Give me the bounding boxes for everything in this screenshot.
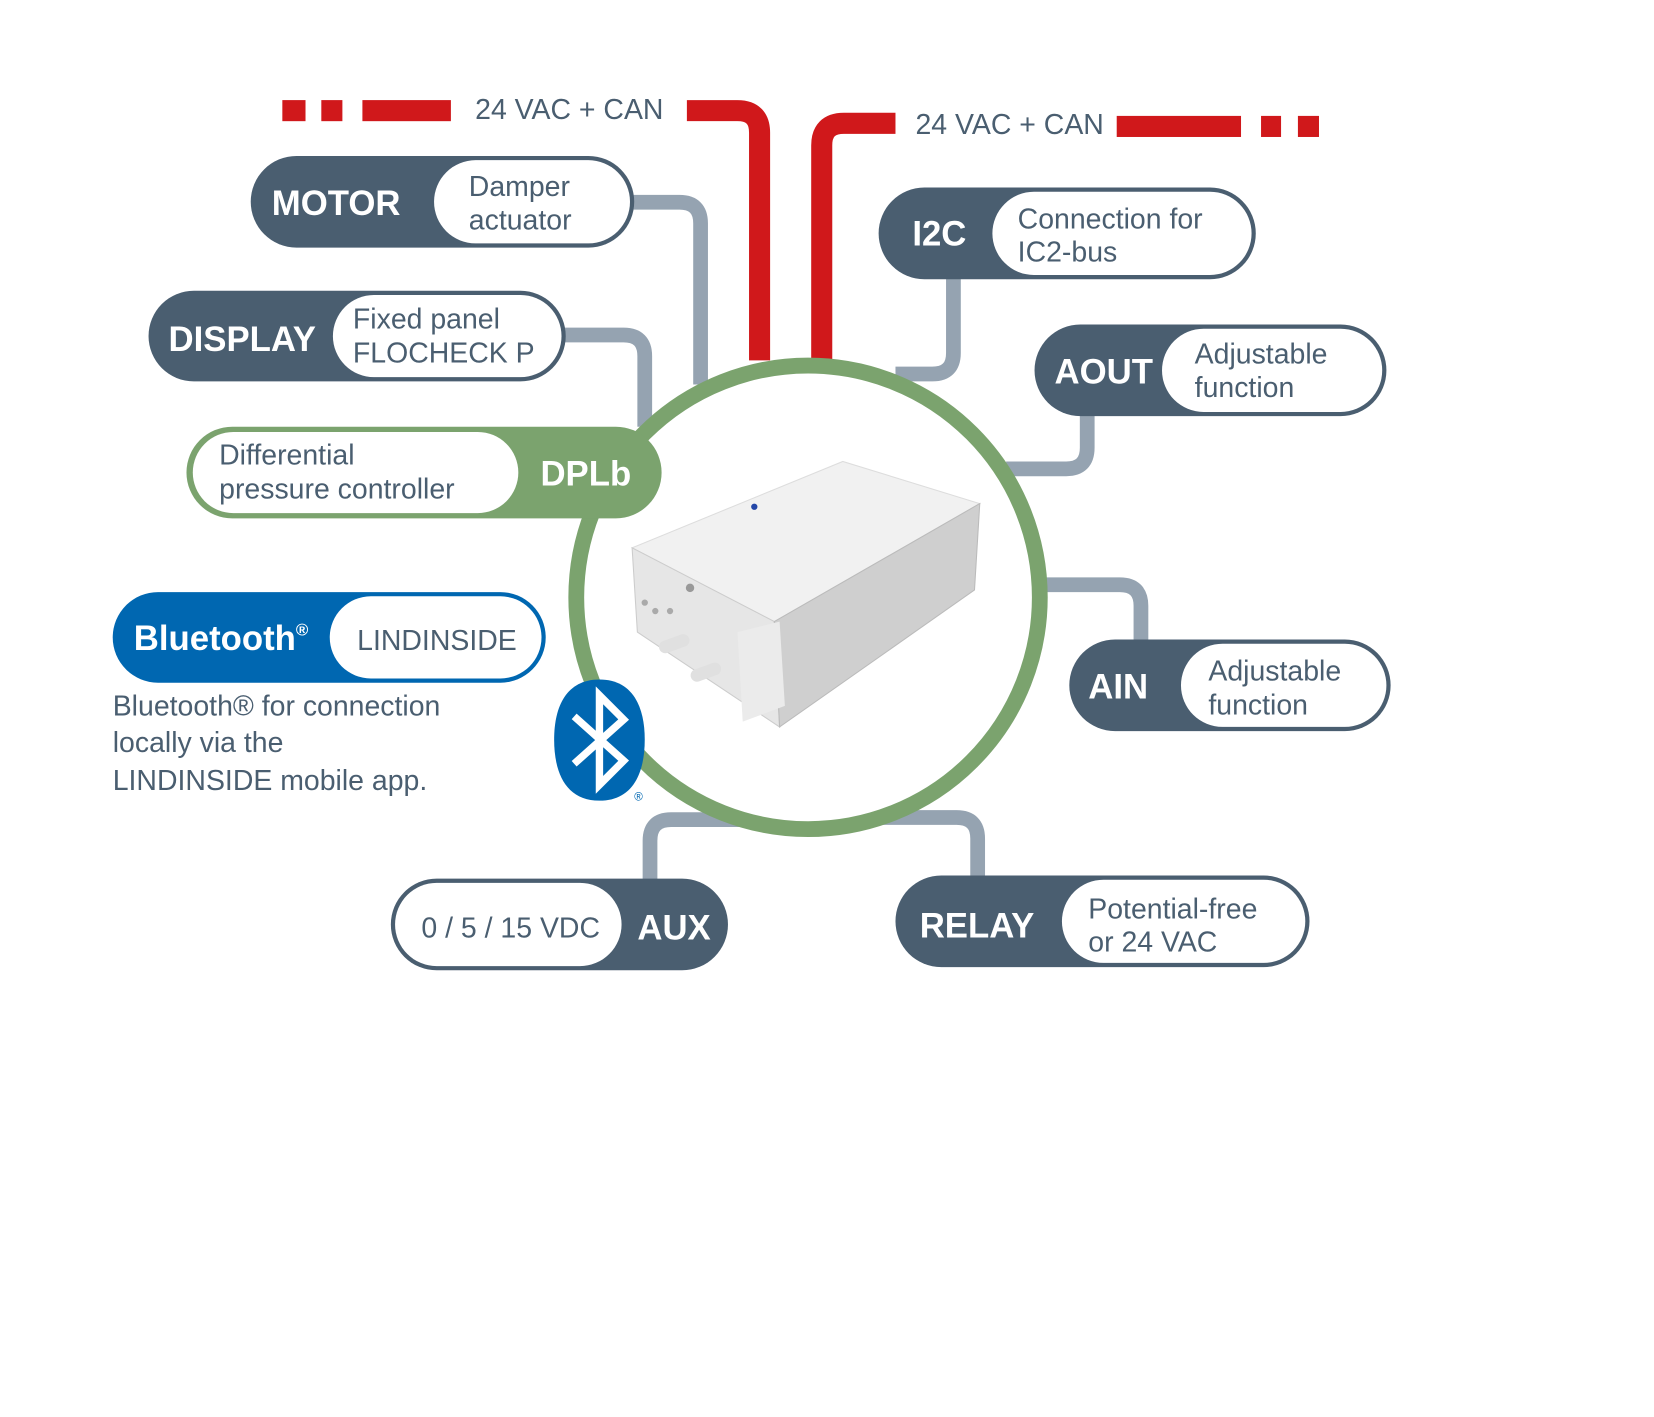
relay-desc-1: Potential-free: [1088, 894, 1257, 926]
connector-motor: [632, 194, 708, 385]
motor-desc-2: actuator: [469, 205, 572, 237]
display-desc-1: Fixed panel: [353, 304, 500, 336]
power-label-left: 24 VAC + CAN: [475, 94, 663, 126]
aout-desc-1: Adjustable: [1195, 338, 1328, 370]
connector-display: [563, 327, 653, 427]
module-i2c: I2C Connection for IC2-bus: [878, 187, 1256, 280]
dplb-desc-1: Differential: [219, 440, 354, 472]
motor-desc-1: Damper: [469, 171, 570, 203]
aout-desc-2: function: [1195, 372, 1295, 404]
module-aout: AOUT Adjustable function: [1034, 324, 1387, 417]
module-bluetooth: Bluetooth® LINDINSIDE Bluetooth® for con…: [112, 592, 546, 797]
connector-aux: [642, 812, 759, 881]
svg-text:®: ®: [634, 792, 643, 804]
aout-label: AOUT: [1055, 353, 1153, 391]
module-motor: MOTOR Damper actuator: [250, 155, 635, 248]
module-relay: RELAY Potential-free or 24 VAC: [895, 875, 1310, 968]
aux-value: 0 / 5 / 15 VDC: [421, 913, 600, 945]
ain-desc-1: Adjustable: [1208, 656, 1341, 688]
power-line-left: 24 VAC + CAN: [282, 94, 771, 361]
bluetooth-value: LINDINSIDE: [357, 625, 517, 657]
dplb-label: DPLb: [540, 456, 631, 494]
connector-aout: [1006, 414, 1095, 477]
ain-label: AIN: [1088, 668, 1148, 706]
module-aux: 0 / 5 / 15 VDC AUX: [390, 878, 728, 971]
power-line-right: 24 VAC + CAN: [811, 109, 1319, 361]
motor-label: MOTOR: [272, 185, 401, 223]
i2c-desc-1: Connection for: [1018, 204, 1203, 236]
display-label: DISPLAY: [169, 321, 316, 359]
module-display: DISPLAY Fixed panel FLOCHECK P: [148, 290, 566, 382]
bluetooth-label: Bluetooth®: [134, 620, 309, 658]
relay-label: RELAY: [920, 908, 1035, 946]
i2c-label: I2C: [912, 215, 966, 253]
i2c-desc-2: IC2-bus: [1018, 236, 1118, 268]
connector-i2c: [895, 277, 961, 382]
dplb-desc-2: pressure controller: [219, 473, 455, 505]
bluetooth-logo-icon: ®: [554, 679, 645, 804]
module-ain: AIN Adjustable function: [1069, 639, 1391, 732]
power-label-right: 24 VAC + CAN: [915, 109, 1103, 141]
connector-relay: [863, 810, 986, 878]
module-dplb: DPLb Differential pressure controller: [186, 426, 662, 519]
bluetooth-note-2: locally via the: [113, 727, 284, 759]
display-desc-2: FLOCHECK P: [353, 337, 535, 369]
controller-device-image: [630, 460, 982, 728]
bluetooth-note-1: Bluetooth® for connection: [113, 690, 441, 722]
bluetooth-note-3: LINDINSIDE mobile app.: [113, 765, 428, 797]
relay-desc-2: or 24 VAC: [1088, 926, 1217, 958]
ain-desc-2: function: [1208, 689, 1308, 721]
connector-ain: [1042, 577, 1149, 643]
aux-label: AUX: [637, 910, 710, 948]
